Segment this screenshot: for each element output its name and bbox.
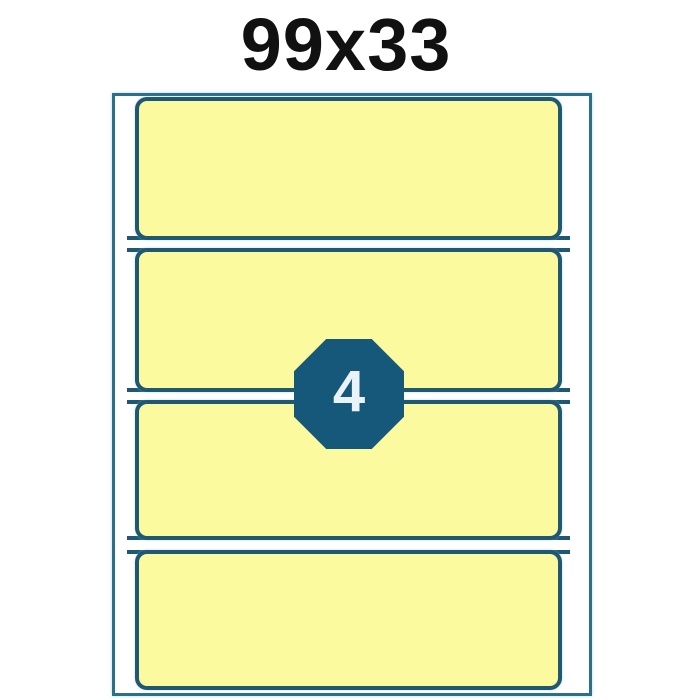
- label-count-value: 4: [332, 359, 366, 424]
- label-cell: [135, 97, 562, 240]
- label-sheet: 4: [112, 93, 592, 696]
- label-cell: [135, 550, 562, 690]
- label-count-octagon-icon: 4: [294, 339, 404, 449]
- label-size-title: 99x33: [240, 3, 452, 86]
